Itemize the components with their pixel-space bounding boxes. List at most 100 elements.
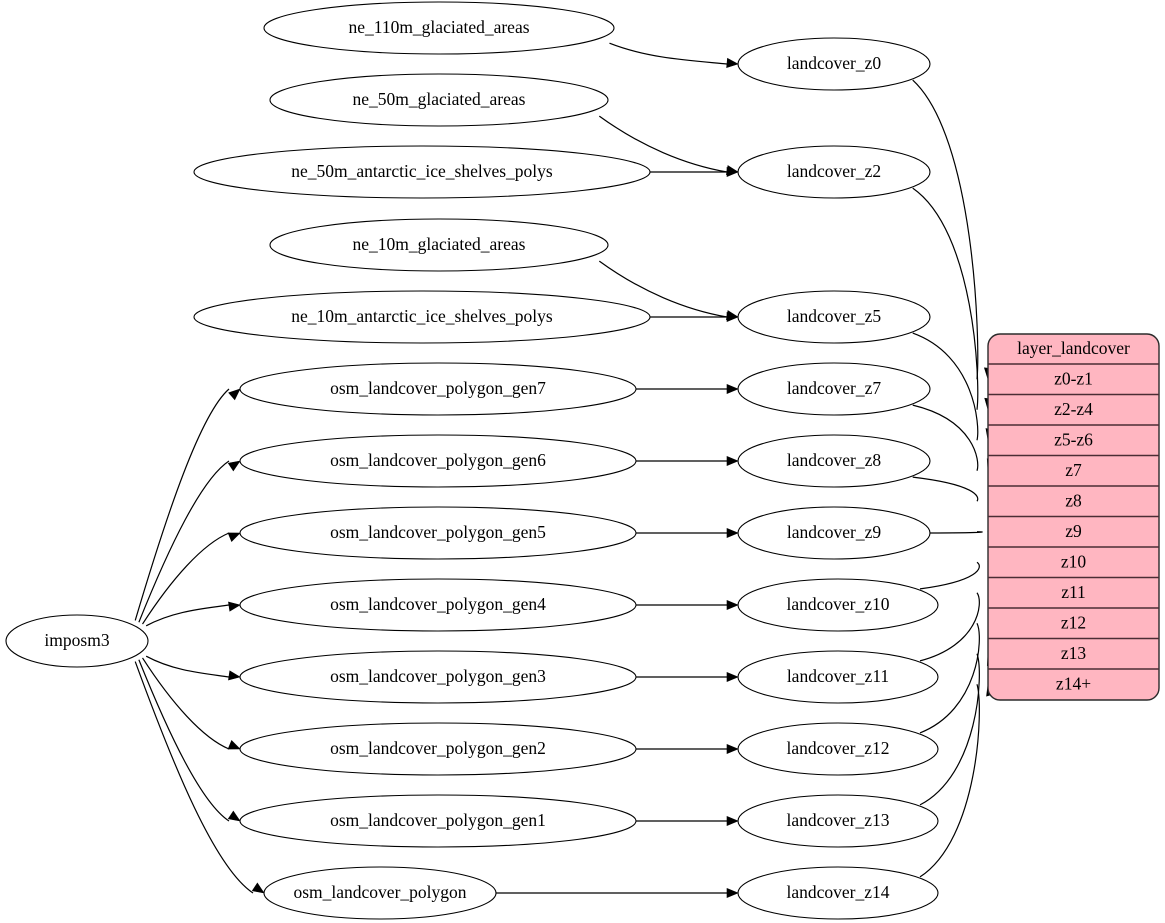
node-label-imposm3: imposm3 bbox=[44, 630, 109, 650]
node-label-ne_10m_antarctic_ice_shelves_polys: ne_10m_antarctic_ice_shelves_polys bbox=[291, 306, 553, 326]
arrow-head bbox=[726, 455, 739, 467]
table-row-z13[interactable]: z13 bbox=[1061, 643, 1087, 663]
edge-line bbox=[145, 604, 230, 627]
node-ne_10m_antarctic_ice_shelves_polys[interactable]: ne_10m_antarctic_ice_shelves_polys bbox=[193, 290, 651, 344]
edge-line bbox=[142, 657, 230, 750]
edge-osm_landcover_polygon_gen5-to-landcover_z9 bbox=[636, 527, 739, 539]
edge-imposm3-to-osm_landcover_polygon_gen7 bbox=[134, 388, 241, 621]
node-ne_10m_glaciated_areas[interactable]: ne_10m_glaciated_areas bbox=[269, 218, 609, 272]
table-row-z10[interactable]: z10 bbox=[1061, 551, 1087, 571]
edge-osm_landcover_polygon_gen3-to-landcover_z11 bbox=[636, 671, 739, 683]
node-ne_110m_glaciated_areas[interactable]: ne_110m_glaciated_areas bbox=[263, 1, 615, 55]
edge-osm_landcover_polygon_gen7-to-landcover_z7 bbox=[636, 383, 739, 395]
table-row-z12[interactable]: z12 bbox=[1061, 612, 1086, 632]
node-shape-osm_landcover_polygon_gen2 bbox=[239, 722, 637, 776]
edge-line bbox=[138, 659, 230, 822]
node-landcover_z9[interactable]: landcover_z9 bbox=[737, 506, 931, 560]
node-label-landcover_z11: landcover_z11 bbox=[787, 666, 889, 686]
node-shape-ne_50m_antarctic_ice_shelves_polys bbox=[193, 145, 651, 199]
node-landcover_z0[interactable]: landcover_z0 bbox=[737, 37, 931, 91]
node-label-osm_landcover_polygon_gen7: osm_landcover_polygon_gen7 bbox=[330, 378, 546, 398]
node-shape-imposm3 bbox=[5, 614, 149, 668]
node-landcover_z8[interactable]: landcover_z8 bbox=[737, 434, 931, 488]
node-label-osm_landcover_polygon_gen3: osm_landcover_polygon_gen3 bbox=[330, 666, 546, 686]
node-osm_landcover_polygon_gen1[interactable]: osm_landcover_polygon_gen1 bbox=[239, 794, 637, 848]
table-row-z7[interactable]: z7 bbox=[1065, 460, 1082, 480]
node-label-landcover_z13: landcover_z13 bbox=[786, 810, 889, 830]
node-osm_landcover_polygon[interactable]: osm_landcover_polygon bbox=[263, 866, 497, 920]
table-layer_landcover[interactable]: layer_landcover z0-z1 z2-z4 z5-z6 z7 z8 z9 z10 z… bbox=[987, 333, 1160, 701]
table-row-z0-z1[interactable]: z0-z1 bbox=[1054, 368, 1093, 388]
node-shape-ne_10m_antarctic_ice_shelves_polys bbox=[193, 290, 651, 344]
edge-imposm3-to-osm_landcover_polygon bbox=[134, 661, 265, 894]
node-landcover_z10[interactable]: landcover_z10 bbox=[737, 578, 939, 632]
node-shape-landcover_z5 bbox=[737, 290, 931, 344]
node-shape-landcover_z8 bbox=[737, 434, 931, 488]
edge-osm_landcover_polygon-to-landcover_z14 bbox=[495, 887, 739, 899]
node-landcover_z7[interactable]: landcover_z7 bbox=[737, 362, 931, 416]
arrow-head bbox=[228, 670, 241, 681]
edge-line bbox=[912, 404, 979, 471]
node-label-ne_50m_antarctic_ice_shelves_polys: ne_50m_antarctic_ice_shelves_polys bbox=[291, 161, 553, 181]
edge-landcover_z0-to-layer_landcover-z0-z1 bbox=[912, 79, 995, 381]
edge-line bbox=[919, 622, 980, 734]
node-shape-landcover_z0 bbox=[737, 37, 931, 91]
edges-layer bbox=[134, 42, 1001, 899]
arrow-head bbox=[228, 601, 241, 612]
node-label-osm_landcover_polygon: osm_landcover_polygon bbox=[293, 882, 466, 902]
node-shape-ne_50m_glaciated_areas bbox=[269, 73, 609, 127]
node-ne_50m_glaciated_areas[interactable]: ne_50m_glaciated_areas bbox=[269, 73, 609, 127]
edge-imposm3-to-osm_landcover_polygon_gen3 bbox=[145, 655, 241, 681]
node-osm_landcover_polygon_gen4[interactable]: osm_landcover_polygon_gen4 bbox=[239, 578, 637, 632]
node-shape-osm_landcover_polygon_gen3 bbox=[239, 650, 637, 704]
node-shape-osm_landcover_polygon_gen5 bbox=[239, 506, 637, 560]
node-landcover_z11[interactable]: landcover_z11 bbox=[737, 650, 939, 704]
arrow-head bbox=[228, 388, 241, 401]
edge-line bbox=[142, 532, 230, 625]
table-header-label: layer_landcover bbox=[1017, 338, 1130, 358]
table-row-z11[interactable]: z11 bbox=[1061, 582, 1086, 602]
node-shape-landcover_z14 bbox=[737, 866, 939, 920]
node-landcover_z13[interactable]: landcover_z13 bbox=[737, 794, 939, 848]
arrow-head bbox=[726, 166, 739, 178]
node-osm_landcover_polygon_gen7[interactable]: osm_landcover_polygon_gen7 bbox=[239, 362, 637, 416]
edge-ne_10m_antarctic_ice_shelves_polys-to-landcover_z5 bbox=[650, 311, 739, 323]
node-landcover_z14[interactable]: landcover_z14 bbox=[737, 866, 939, 920]
node-label-ne_110m_glaciated_areas: ne_110m_glaciated_areas bbox=[348, 17, 529, 37]
node-osm_landcover_polygon_gen3[interactable]: osm_landcover_polygon_gen3 bbox=[239, 650, 637, 704]
node-landcover_z2[interactable]: landcover_z2 bbox=[737, 145, 931, 199]
table-row-z14+[interactable]: z14+ bbox=[1056, 673, 1091, 693]
table-row-z2-z4[interactable]: z2-z4 bbox=[1054, 399, 1093, 419]
table-row-z5-z6[interactable]: z5-z6 bbox=[1054, 429, 1093, 449]
node-osm_landcover_polygon_gen5[interactable]: osm_landcover_polygon_gen5 bbox=[239, 506, 637, 560]
table-row-z9[interactable]: z9 bbox=[1065, 521, 1082, 541]
node-landcover_z5[interactable]: landcover_z5 bbox=[737, 290, 931, 344]
node-landcover_z12[interactable]: landcover_z12 bbox=[737, 722, 939, 776]
arrow-head bbox=[227, 460, 241, 472]
arrow-head bbox=[227, 532, 241, 542]
edge-line bbox=[919, 561, 980, 590]
node-label-landcover_z8: landcover_z8 bbox=[787, 450, 882, 470]
edge-ne_110m_glaciated_areas-to-landcover_z0 bbox=[609, 42, 739, 68]
node-osm_landcover_polygon_gen6[interactable]: osm_landcover_polygon_gen6 bbox=[239, 434, 637, 488]
node-shape-osm_landcover_polygon_gen4 bbox=[239, 578, 637, 632]
arrow-head bbox=[726, 527, 739, 539]
edge-osm_landcover_polygon_gen1-to-landcover_z13 bbox=[636, 815, 739, 827]
edge-imposm3-to-osm_landcover_polygon_gen5 bbox=[142, 532, 241, 625]
table-row-z8[interactable]: z8 bbox=[1065, 490, 1082, 510]
arrow-head bbox=[726, 599, 739, 611]
node-shape-landcover_z2 bbox=[737, 145, 931, 199]
layer-landcover-table: layer_landcover z0-z1 z2-z4 z5-z6 z7 z8 z9 z10 z… bbox=[987, 333, 1160, 701]
node-shape-osm_landcover_polygon_gen1 bbox=[239, 794, 637, 848]
edge-osm_landcover_polygon_gen6-to-landcover_z8 bbox=[636, 455, 739, 467]
nodes-layer: imposm3 ne_110m_glaciated_areas ne_50m_gla… bbox=[5, 1, 939, 920]
node-ne_50m_antarctic_ice_shelves_polys[interactable]: ne_50m_antarctic_ice_shelves_polys bbox=[193, 145, 651, 199]
node-label-ne_10m_glaciated_areas: ne_10m_glaciated_areas bbox=[353, 234, 526, 254]
edge-line bbox=[134, 388, 230, 621]
node-label-osm_landcover_polygon_gen5: osm_landcover_polygon_gen5 bbox=[330, 522, 546, 542]
node-imposm3[interactable]: imposm3 bbox=[5, 614, 149, 668]
node-label-osm_landcover_polygon_gen2: osm_landcover_polygon_gen2 bbox=[330, 738, 546, 758]
node-osm_landcover_polygon_gen2[interactable]: osm_landcover_polygon_gen2 bbox=[239, 722, 637, 776]
edge-imposm3-to-osm_landcover_polygon_gen4 bbox=[145, 601, 241, 627]
